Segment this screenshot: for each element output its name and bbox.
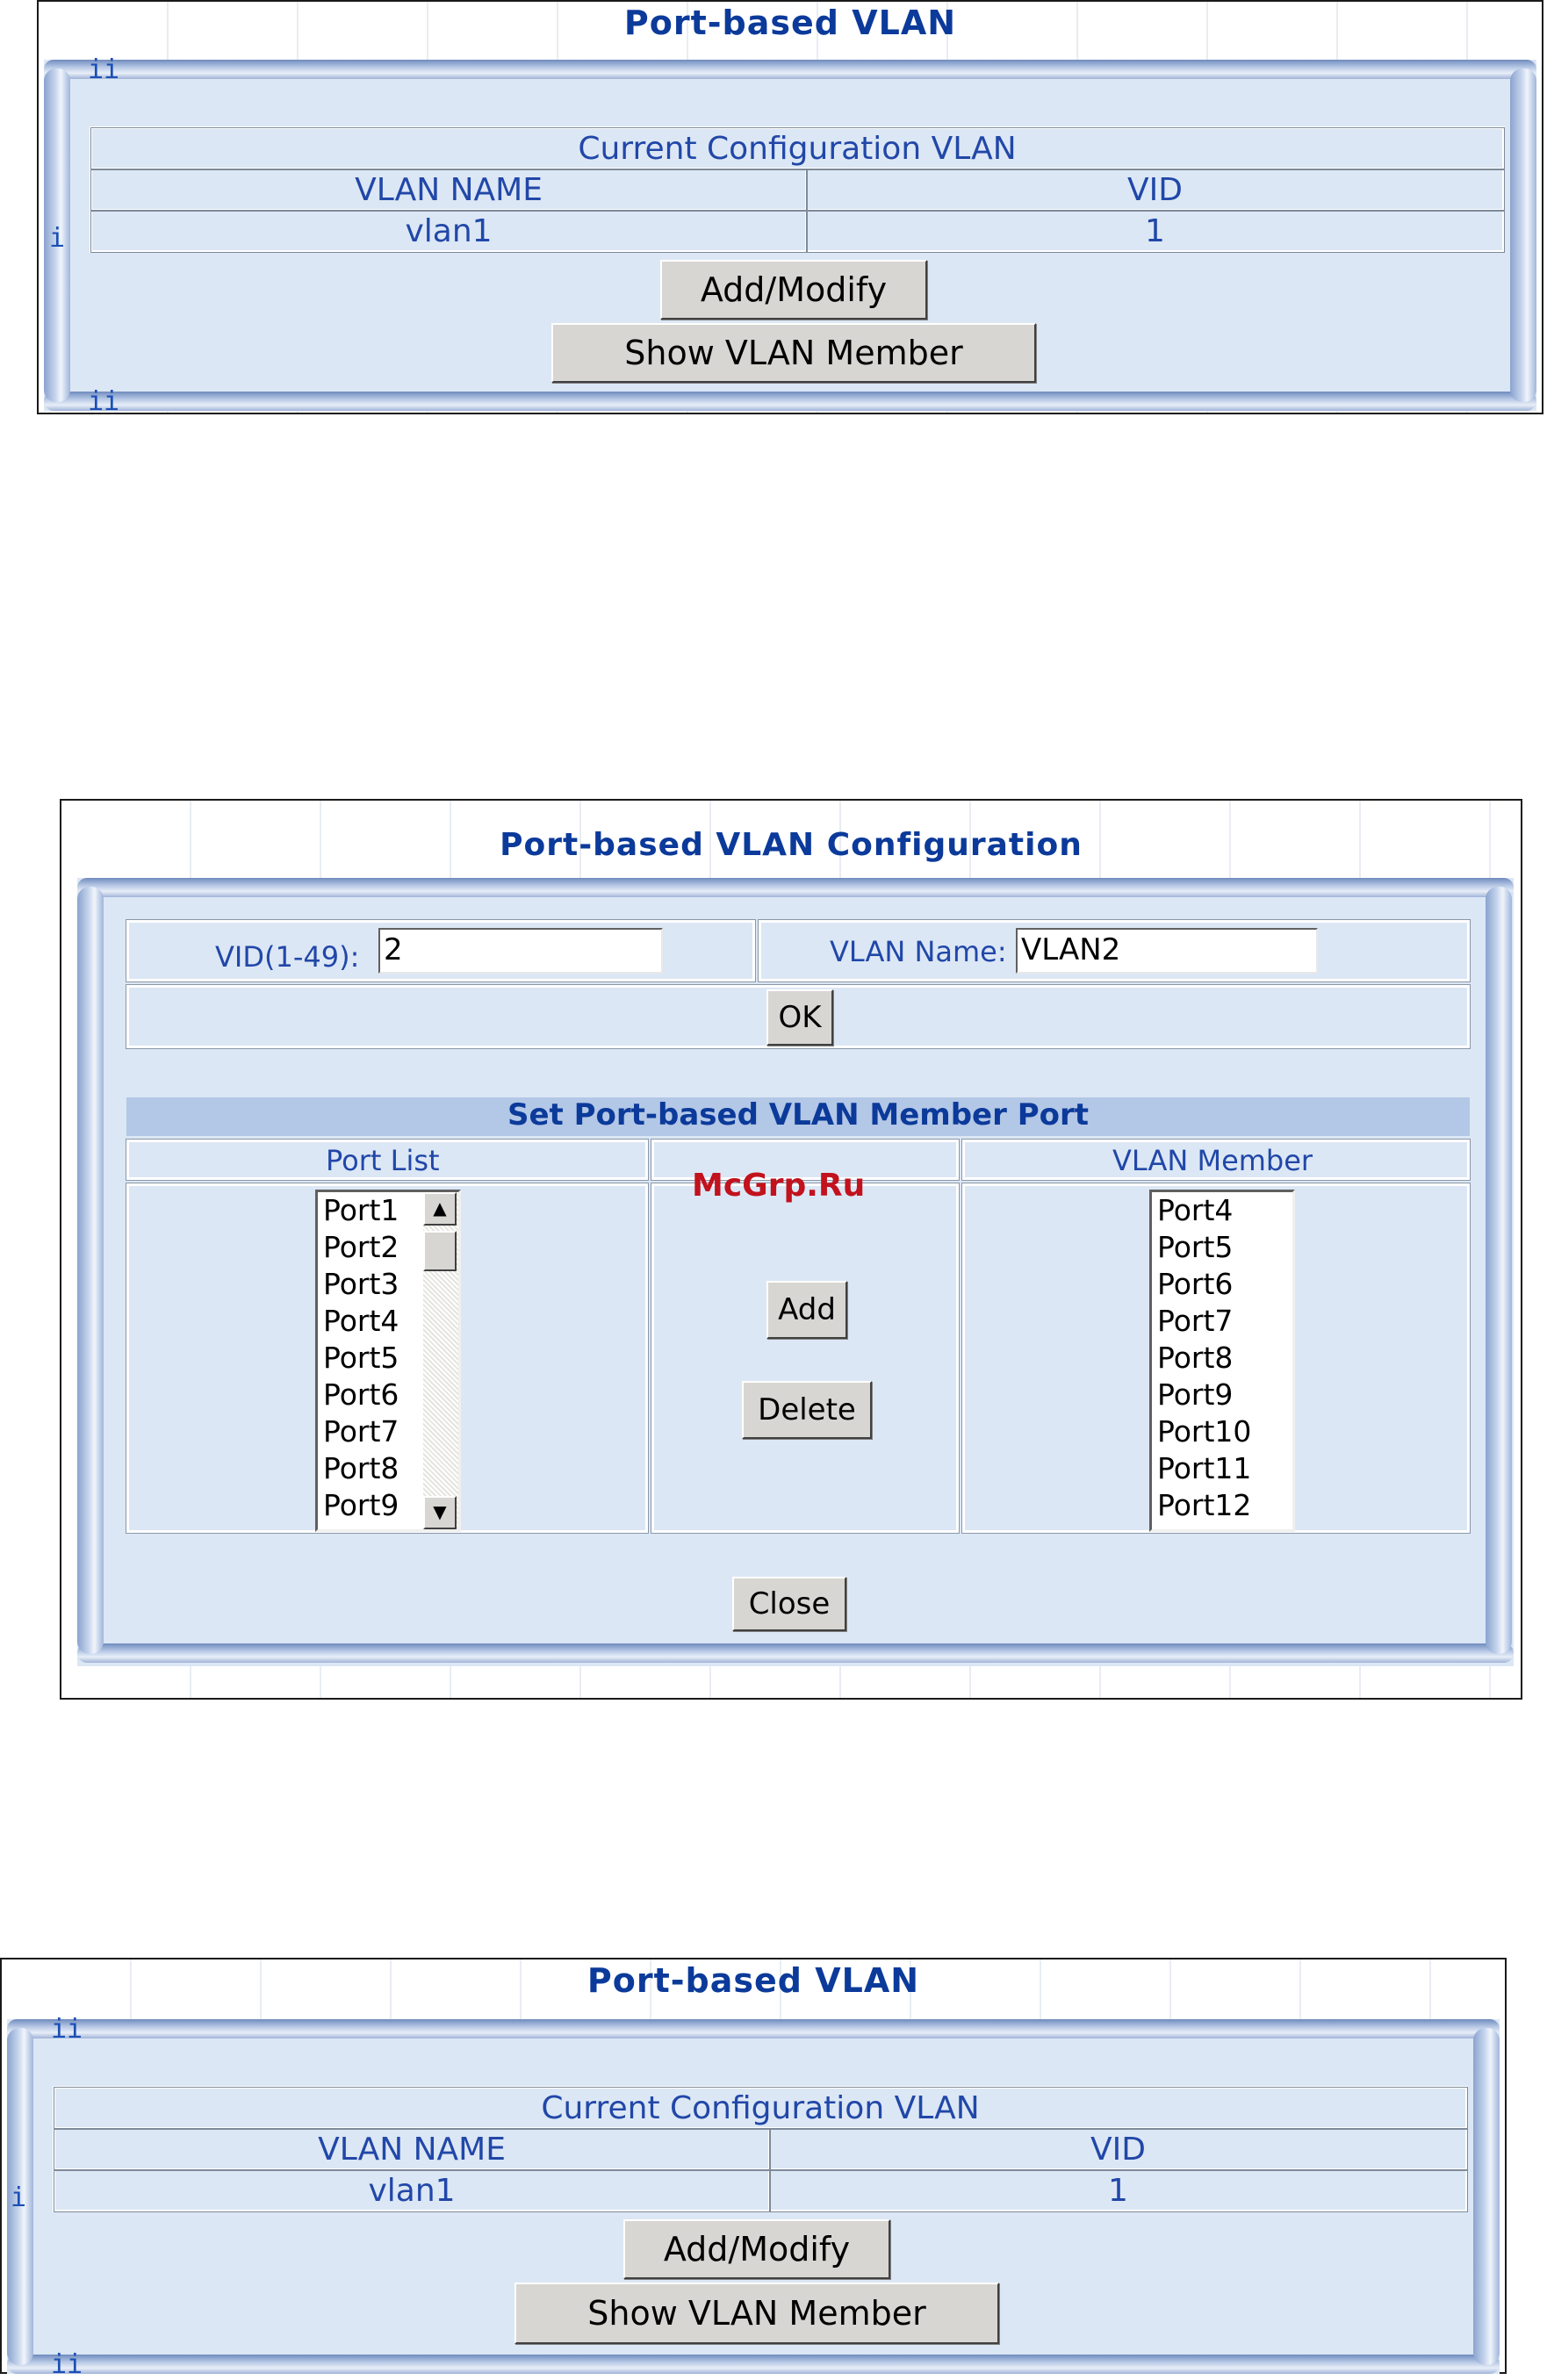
frame-tick-top: ii	[51, 2014, 83, 2045]
cell-vid: 1	[805, 209, 1505, 253]
table-caption: Current Configuration VLAN	[53, 2086, 1468, 2130]
frame-left-bar	[77, 887, 104, 1654]
frame-right-bar	[1486, 887, 1512, 1654]
vlan-member-header-cell: VLAN Member	[961, 1139, 1471, 1181]
page-title: Port-based VLAN	[586, 1961, 920, 2000]
vlan-member-option[interactable]: Port9	[1157, 1377, 1234, 1412]
frame-tick-bottom: ii	[51, 2349, 83, 2380]
column-header-vid: VID	[768, 2127, 1468, 2171]
vlan-member-header: VLAN Member	[1112, 1144, 1313, 1177]
vlan-member-option[interactable]: Port4	[1157, 1193, 1234, 1227]
add-modify-button[interactable]: Add/Modify	[660, 260, 927, 320]
port-list-option[interactable]: Port8	[323, 1451, 399, 1485]
scroll-up-icon[interactable]: ▲	[423, 1192, 457, 1226]
current-config-table: Current Configuration VLAN VLAN NAME VID…	[53, 2086, 1468, 2212]
show-vlan-member-button[interactable]: Show VLAN Member	[514, 2283, 999, 2344]
action-cell: Add Delete	[651, 1183, 960, 1534]
frame-bottom-bar	[77, 1643, 1514, 1663]
frame-right-bar	[1473, 2028, 1500, 2365]
ok-button[interactable]: OK	[766, 989, 833, 1046]
column-header-vlan-name: VLAN NAME	[53, 2127, 771, 2171]
cell-vid: 1	[768, 2168, 1468, 2212]
close-button[interactable]: Close	[732, 1577, 846, 1631]
port-list-option[interactable]: Port4	[323, 1304, 399, 1338]
frame-tick-mid: i	[11, 2182, 27, 2213]
add-modify-button[interactable]: Add/Modify	[623, 2219, 890, 2279]
port-list-scrollbar[interactable]: ▲ ▼	[423, 1192, 458, 1529]
page-title: Port-based VLAN Configuration	[500, 827, 1083, 863]
port-list-option[interactable]: Port2	[323, 1230, 399, 1264]
action-header-cell	[651, 1139, 960, 1181]
frame-left-bar	[44, 68, 70, 402]
vlan-member-option[interactable]: Port10	[1157, 1414, 1252, 1449]
vlan-configuration-panel: Port-based VLAN Configuration VID(1-49):…	[60, 799, 1522, 1700]
table-row[interactable]: vlan1 1	[90, 209, 1505, 253]
page-title: Port-based VLAN	[623, 4, 957, 42]
port-list-option[interactable]: Port5	[323, 1341, 399, 1375]
content-frame: VID(1-49): 2 VLAN Name: VLAN2 OK Set Por…	[77, 878, 1514, 1666]
port-list-header: Port List	[326, 1144, 440, 1177]
content-frame: ii i ii Current Configuration VLAN VLAN …	[7, 2014, 1500, 2380]
vlan-overview-panel-2: Port-based VLAN ii i ii Current Configur…	[0, 1958, 1507, 2380]
vlan-member-option[interactable]: Port7	[1157, 1304, 1234, 1338]
frame-tick-mid: i	[49, 223, 66, 254]
vlan-member-option[interactable]: Port11	[1157, 1451, 1252, 1485]
content-frame: ii i ii Current Configuration VLAN VLAN …	[44, 54, 1536, 417]
vlan-name-cell: VLAN Name: VLAN2	[758, 919, 1471, 982]
vlan-overview-panel-1: Port-based VLAN ii i ii Current Configur…	[37, 0, 1543, 417]
ok-row: OK	[126, 984, 1471, 1049]
watermark: McGrp.Ru	[692, 1168, 866, 1204]
cell-vlan-name: vlan1	[90, 209, 808, 253]
vlan-name-label: VLAN Name:	[830, 935, 1007, 968]
vid-input[interactable]: 2	[378, 928, 663, 974]
column-header-vid: VID	[805, 168, 1505, 212]
port-list-option[interactable]: Port1	[323, 1193, 399, 1227]
scroll-thumb[interactable]	[423, 1231, 457, 1271]
frame-top-bar	[7, 2019, 1500, 2038]
frame-top-bar	[44, 60, 1536, 79]
column-header-vlan-name: VLAN NAME	[90, 168, 808, 212]
scroll-down-icon[interactable]: ▼	[423, 1496, 457, 1529]
frame-top-bar	[77, 878, 1514, 897]
vlan-member-option[interactable]: Port6	[1157, 1267, 1234, 1301]
vid-label: VID(1-49):	[215, 940, 360, 974]
add-port-button[interactable]: Add	[766, 1281, 847, 1339]
cell-vlan-name: vlan1	[53, 2168, 771, 2212]
port-list-header-cell: Port List	[126, 1139, 649, 1181]
member-section-header: Set Port-based VLAN Member Port	[126, 1097, 1470, 1136]
vlan-member-option[interactable]: Port8	[1157, 1341, 1234, 1375]
table-caption: Current Configuration VLAN	[90, 126, 1505, 170]
vid-cell: VID(1-49): 2	[126, 919, 756, 982]
port-list-option[interactable]: Port7	[323, 1414, 399, 1449]
port-list-option[interactable]: Port9	[323, 1488, 399, 1522]
frame-right-bar	[1510, 68, 1536, 402]
frame-bottom-bar	[44, 392, 1536, 411]
vlan-member-option[interactable]: Port12	[1157, 1488, 1252, 1522]
frame-tick-top: ii	[88, 54, 120, 85]
delete-port-button[interactable]: Delete	[742, 1381, 872, 1439]
show-vlan-member-button[interactable]: Show VLAN Member	[551, 323, 1036, 383]
frame-bottom-bar	[7, 2355, 1500, 2374]
frame-tick-bottom: ii	[88, 386, 120, 417]
frame-left-bar	[7, 2028, 33, 2365]
vlan-name-input[interactable]: VLAN2	[1016, 928, 1318, 974]
current-config-table: Current Configuration VLAN VLAN NAME VID…	[90, 126, 1505, 253]
port-list-option[interactable]: Port3	[323, 1267, 399, 1301]
port-list-option[interactable]: Port6	[323, 1377, 399, 1412]
table-row[interactable]: vlan1 1	[53, 2168, 1468, 2212]
vlan-member-option[interactable]: Port5	[1157, 1230, 1234, 1264]
